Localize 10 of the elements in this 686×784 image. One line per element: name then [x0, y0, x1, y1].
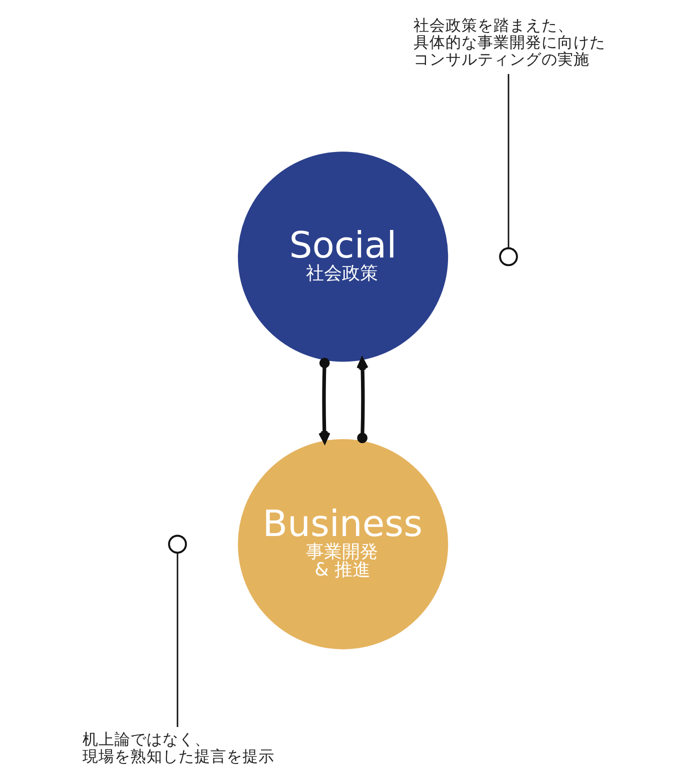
connector [176, 553, 178, 728]
node-text: 社会政策を踏まえた、具体的な事業開発に向けたコンサルティングの実施 [414, 16, 606, 68]
node-circle: Business 事業開発& 推進 [238, 439, 448, 650]
node-circle [168, 534, 187, 554]
node-circle [499, 247, 518, 266]
node-text: 机上論ではなく、現場を熟知した提言を提示 [82, 730, 275, 766]
node-circle: Social 社会政策 [238, 152, 448, 362]
arrow [318, 358, 330, 444]
arrow [356, 358, 368, 444]
connector [508, 74, 510, 248]
